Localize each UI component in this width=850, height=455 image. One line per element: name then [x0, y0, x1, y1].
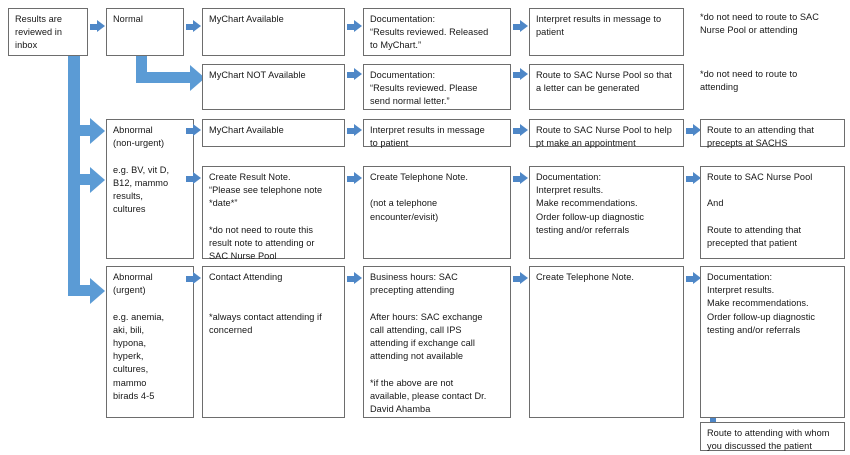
node-normal-route-pool: Route to SAC Nurse Pool so that a letter… — [529, 64, 684, 110]
node-abn-route-attending-sachs: Route to an attending that precepts at S… — [700, 119, 845, 148]
arrow-abnormal-to-mychart-available — [186, 124, 201, 137]
node-urgent-create-phone-note: Create Telephone Note. — [529, 266, 684, 418]
connector-bus-arrowhead-abnormal-b — [90, 166, 105, 193]
connector-normal-arrowhead — [190, 64, 205, 91]
node-abnormal-nonurgent: Abnormal (non-urgent) e.g. BV, vit D, B1… — [106, 119, 194, 259]
node-urgent-contact-attending: Contact Attending *always contact attend… — [202, 266, 345, 418]
connector-normal-down — [136, 56, 147, 78]
arrow-mychart-not-available-to-doc — [347, 68, 362, 81]
arrow-abn-doc-to-route-pool-attending — [686, 172, 701, 185]
node-abn-interpret: Interpret results in message to patient — [363, 119, 511, 148]
node-urgent-hours: Business hours: SAC precepting attending… — [363, 266, 511, 418]
connector-bus-branch-abnormal-b — [68, 174, 92, 185]
node-abn-route-pool-appt: Route to SAC Nurse Pool to help pt make … — [529, 119, 684, 148]
arrow-phone-note-to-documentation — [513, 172, 528, 185]
arrow-doc-to-interpret — [513, 20, 528, 33]
arrow-abn-mychart-to-interpret — [347, 124, 362, 137]
arrow-result-note-to-phone-note — [347, 172, 362, 185]
node-normal-interpret: Interpret results in message to patient — [529, 8, 684, 56]
node-abnormal-urgent: Abnormal (urgent) e.g. anemia, aki, bili… — [106, 266, 194, 418]
node-normal-mychart-not-available: MyChart NOT Available — [202, 64, 345, 110]
arrow-abn-interpret-to-route-pool — [513, 124, 528, 137]
arrow-normal-to-mychart-available — [186, 20, 201, 33]
arrow-hours-to-phone-note — [513, 272, 528, 285]
node-urgent-route-final: Route to attending with whom you discuss… — [700, 422, 845, 451]
connector-bus-branch-abnormal-a — [68, 125, 92, 136]
connector-normal-right — [136, 72, 192, 83]
arrow-abn-pool-to-attending — [686, 124, 701, 137]
connector-bus-arrowhead-urgent — [90, 277, 105, 304]
node-abn-create-phone-note: Create Telephone Note. (not a telephone … — [363, 166, 511, 259]
arrow-abnormal-to-result-note — [186, 172, 201, 185]
arrow-start-to-normal — [90, 20, 105, 33]
arrow-urgent-phone-note-to-documentation — [686, 272, 701, 285]
node-start: Results are reviewed in inbox — [8, 8, 88, 56]
node-abn-mychart-available: MyChart Available — [202, 119, 345, 147]
node-abn-create-result-note: Create Result Note. “Please see telephon… — [202, 166, 345, 261]
arrow-letter-doc-to-route-pool — [513, 68, 528, 81]
node-normal: Normal — [106, 8, 184, 56]
arrow-contact-attending-to-hours — [347, 272, 362, 285]
connector-bus-arrowhead-abnormal-a — [90, 117, 105, 144]
node-normal-mychart-doc: Documentation: “Results reviewed. Releas… — [363, 8, 511, 56]
note-normal-letter-no-route: *do not need to route to attending — [700, 69, 798, 93]
node-abn-documentation: Documentation: Interpret results. Make r… — [529, 166, 684, 259]
node-urgent-documentation: Documentation: Interpret results. Make r… — [700, 266, 845, 418]
connector-bus-branch-urgent — [68, 285, 92, 296]
arrow-mychart-available-to-doc — [347, 20, 362, 33]
node-abn-route-pool-and-attending: Route to SAC Nurse Pool And Route to att… — [700, 166, 845, 259]
node-normal-letter-doc: Documentation: “Results reviewed. Please… — [363, 64, 511, 110]
node-normal-mychart-available: MyChart Available — [202, 8, 345, 56]
arrow-urgent-to-contact-attending — [186, 272, 201, 285]
note-normal-no-route: *do not need to route to SAC Nurse Pool … — [700, 12, 819, 36]
